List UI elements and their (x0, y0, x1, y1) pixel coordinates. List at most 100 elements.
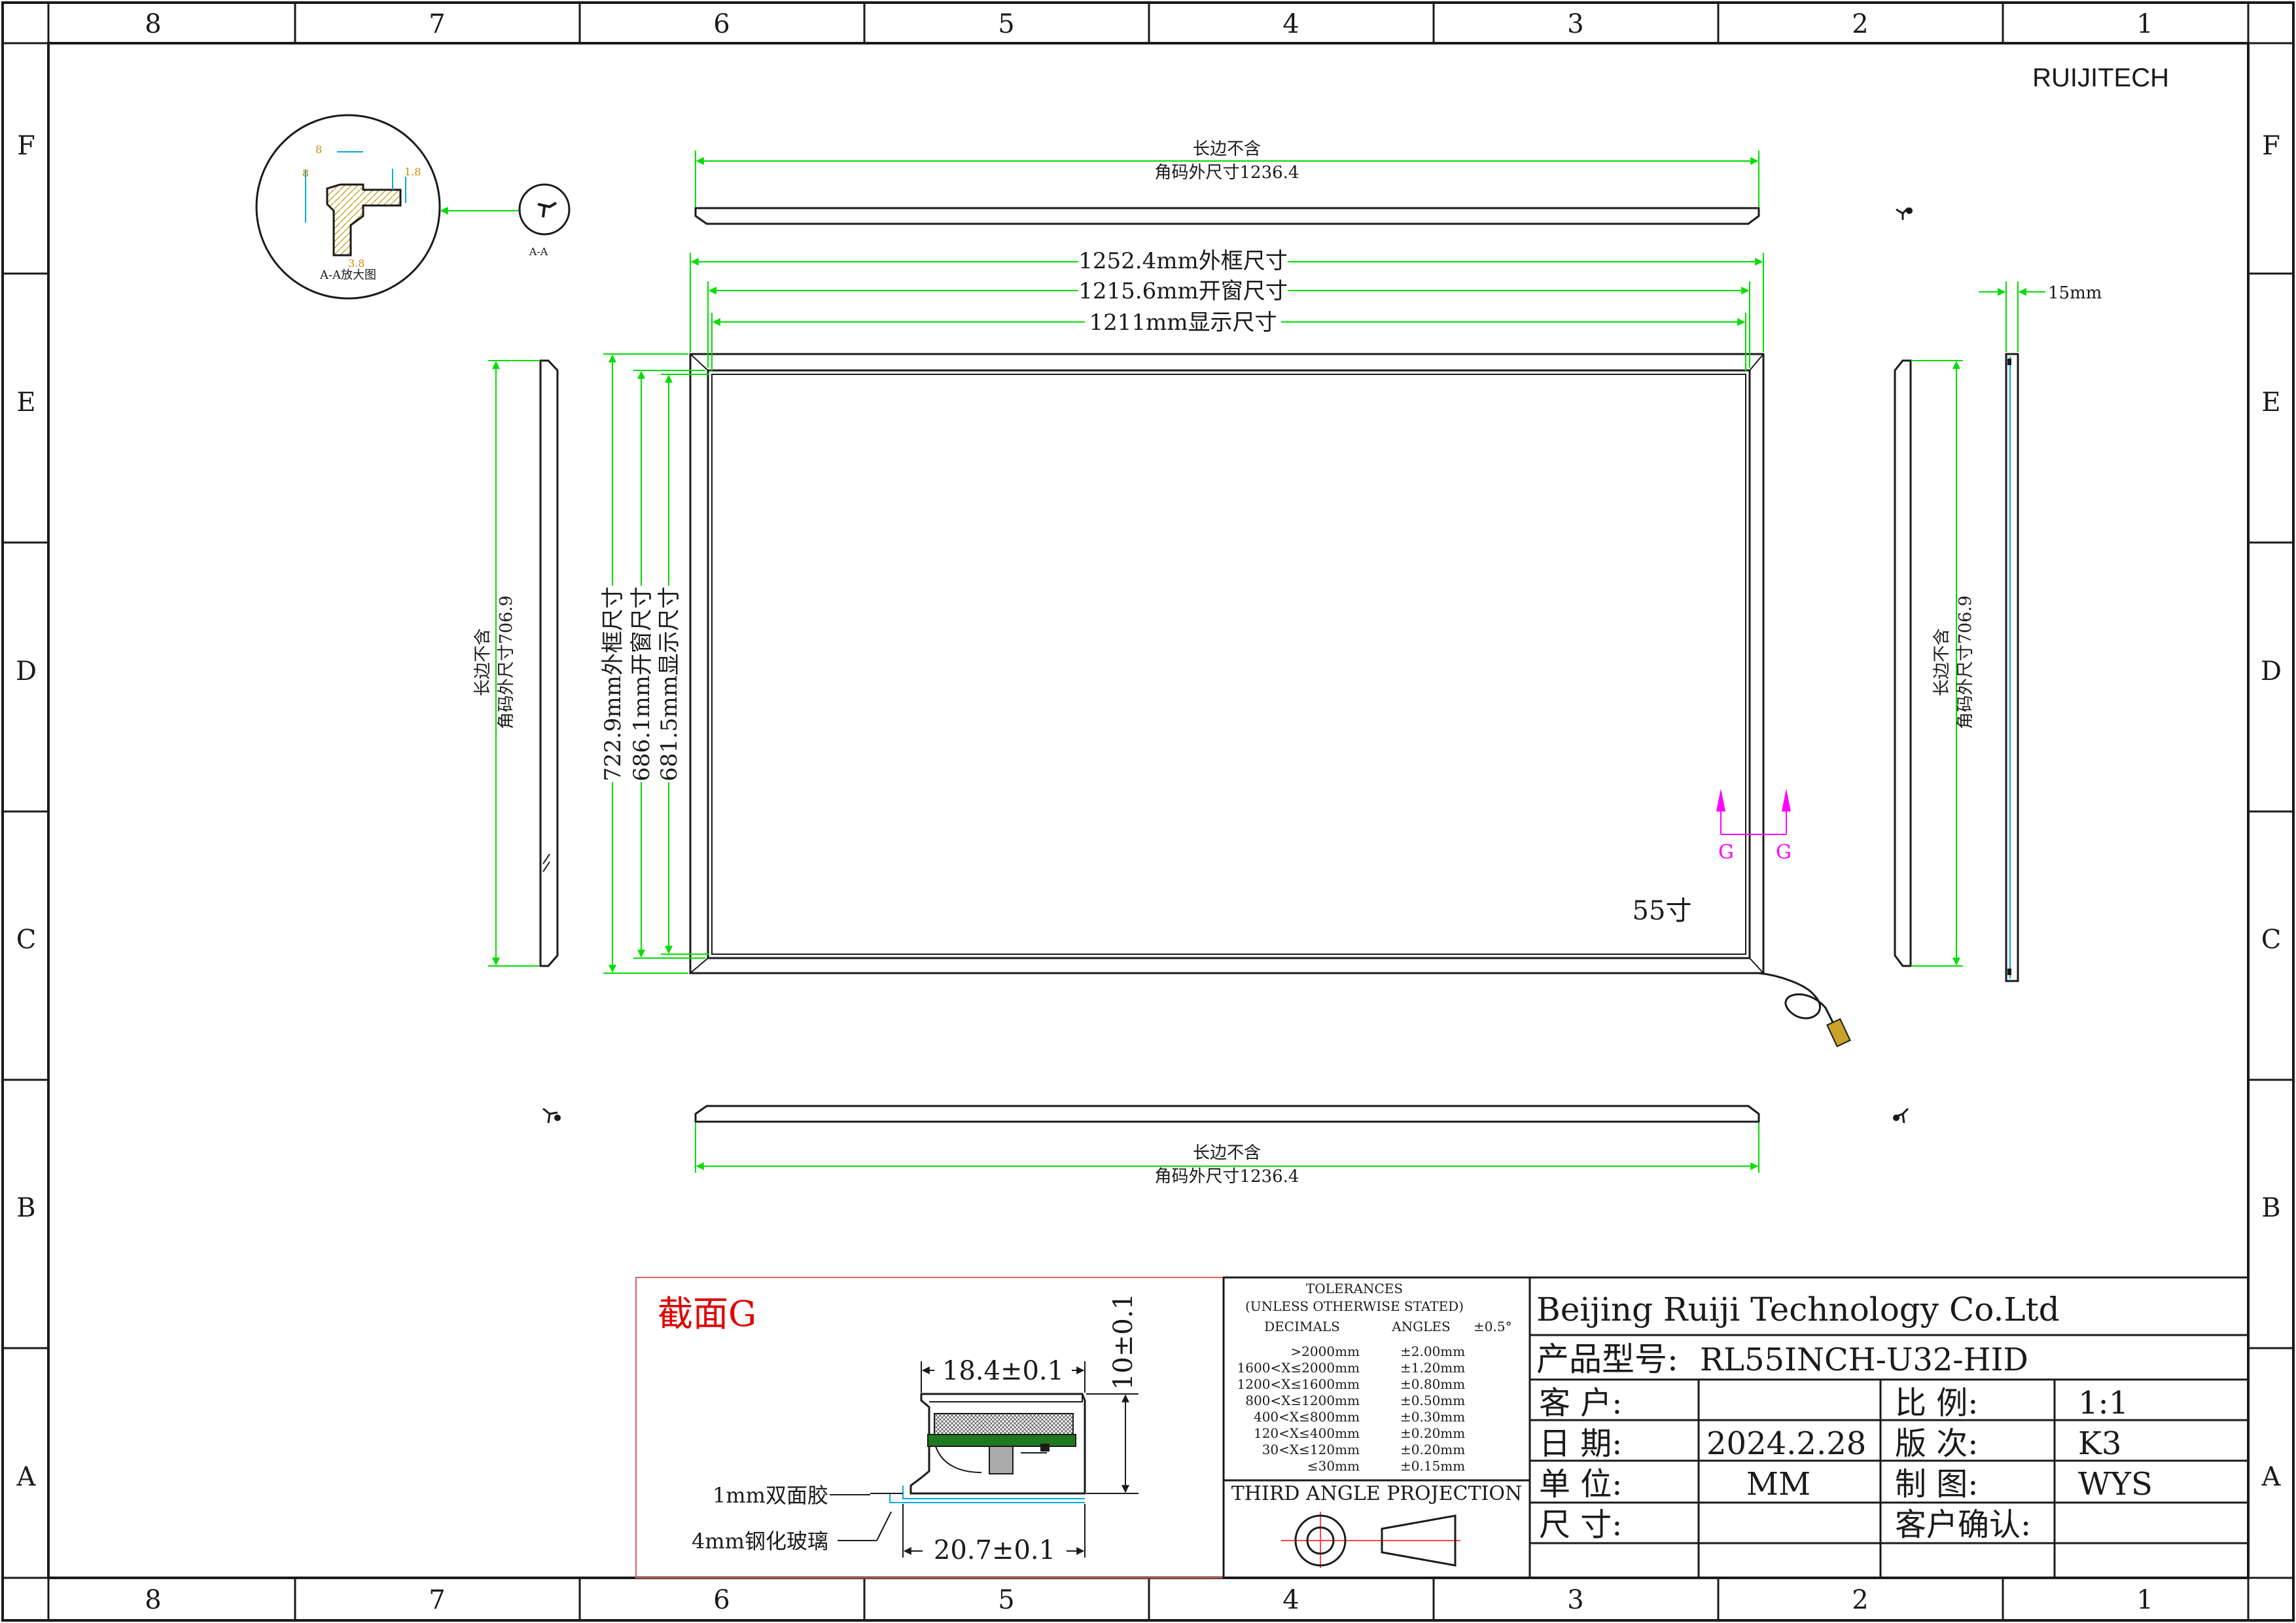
tolerance-value: ±0.20mm (1400, 1425, 1465, 1441)
zone-row-right: D (2261, 656, 2282, 687)
tolerance-range: 400<X≤800mm (1254, 1409, 1360, 1425)
side-thickness-view: 15mm (1979, 281, 2102, 982)
panel-size-label: 55寸 (1633, 896, 1692, 926)
zone-col-bottom: 6 (713, 1585, 730, 1615)
zone-col-bottom: 3 (1567, 1585, 1583, 1615)
tolerance-range: ≤30mm (1307, 1458, 1360, 1474)
cell-mesh (934, 1413, 1074, 1435)
dim-outer-width: 1252.4mm外框尺寸 (1078, 248, 1287, 274)
tolerance-value: ±0.30mm (1400, 1409, 1465, 1425)
dim-window-height: 686.1mm开窗尺寸 (629, 586, 655, 781)
unit-label: 单 位: (1539, 1466, 1622, 1503)
zone-col-bottom: 7 (429, 1585, 445, 1615)
tolerance-title: TOLERANCES (1306, 1281, 1403, 1296)
dim-display-height: 681.5mm显示尺寸 (656, 586, 682, 781)
detail-dim-3-8: 3.8 (348, 257, 364, 270)
dim-section-bottom: 20.7±0.1 (934, 1535, 1055, 1565)
dim-display-width: 1211mm显示尺寸 (1089, 310, 1277, 336)
zone-col-bottom: 5 (998, 1585, 1014, 1615)
tolerance-value: ±0.15mm (1400, 1458, 1465, 1474)
tolerance-value: ±0.50mm (1400, 1393, 1465, 1408)
right-bar-note-line2: 角码外尺寸706.9 (1956, 596, 1975, 729)
tolerance-value: ±0.20mm (1400, 1442, 1465, 1457)
date-label: 日 期: (1539, 1425, 1622, 1462)
tolerance-col-angles: ANGLES (1391, 1319, 1451, 1334)
model-label: 产品型号: (1536, 1340, 1678, 1378)
detail-caption: A-A放大图 (319, 268, 376, 282)
projection-symbol (1281, 1512, 1460, 1568)
left-bar-note-line2: 角码外尺寸706.9 (497, 596, 516, 729)
left-bar-note-line1: 长边不含 (473, 628, 493, 696)
top-bar-note-line1: 长边不含 (1193, 139, 1261, 159)
tolerance-block: TOLERANCES (UNLESS OTHERWISE STATED) DEC… (1222, 1276, 1531, 1579)
detail-view-a-a: 8 8 1.8 3.8 A-A放大图 A-A (255, 114, 571, 300)
dim-section-height: 10±0.1 (1108, 1293, 1139, 1390)
zone-col-top: 6 (713, 9, 730, 39)
zone-col-bottom: 2 (1852, 1585, 1868, 1615)
tolerance-value: ±0.80mm (1400, 1376, 1465, 1392)
zone-col-top: 4 (1282, 9, 1299, 39)
zone-row-right: F (2262, 131, 2280, 161)
drawn-by-label: 制 图: (1895, 1466, 1978, 1503)
right-bar-view: 长边不含 角码外尺寸706.9 (1894, 359, 1975, 967)
zone-col-top: 1 (2136, 9, 2153, 39)
tolerance-range: 120<X≤400mm (1254, 1425, 1360, 1441)
zone-col-top: 7 (429, 9, 445, 39)
version-label: 版 次: (1895, 1425, 1978, 1462)
corner-bracket (542, 207, 1909, 1124)
detail-dim-8: 8 (315, 143, 322, 156)
detail-dim-8-side: 8 (302, 167, 309, 179)
dim-section-width: 18.4±0.1 (942, 1356, 1064, 1386)
section-marker-g-right: G (1776, 841, 1792, 864)
tolerance-subtitle: (UNLESS OTHERWISE STATED) (1245, 1298, 1464, 1314)
tolerance-range: 800<X≤1200mm (1245, 1393, 1360, 1408)
zone-row-left: F (17, 131, 35, 161)
dim-outer-height: 722.9mm外框尺寸 (600, 586, 626, 781)
customer-confirm-label: 客户确认: (1895, 1507, 2031, 1543)
size-label: 尺 寸: (1539, 1507, 1622, 1543)
unit-value: MM (1746, 1466, 1810, 1503)
brand-logo: RUIJITECH (2032, 63, 2169, 92)
zone-row-left: C (16, 925, 37, 955)
bottom-bar-note-line1: 长边不含 (1193, 1143, 1261, 1163)
tolerance-range: 1200<X≤1600mm (1237, 1376, 1360, 1392)
bottom-bar-view: 长边不含 角码外尺寸1236.4 (694, 1105, 1760, 1186)
tolerance-range: >2000mm (1290, 1344, 1360, 1359)
zone-col-top: 8 (145, 9, 161, 39)
tolerance-col-decimals: DECIMALS (1264, 1319, 1340, 1334)
zone-col-top: 3 (1567, 9, 1583, 39)
zone-row-left: A (16, 1462, 37, 1492)
zone-col-bottom: 4 (1282, 1585, 1299, 1615)
zone-row-right: C (2261, 925, 2282, 955)
zone-col-top: 2 (1852, 9, 1868, 39)
scale-value: 1:1 (2078, 1385, 2128, 1421)
tolerance-value: ±2.00mm (1400, 1344, 1465, 1359)
zone-row-left: E (16, 387, 35, 418)
tolerance-angle-value: ±0.5° (1474, 1319, 1512, 1334)
zone-row-right: B (2261, 1193, 2280, 1223)
top-bar-note-line2: 角码外尺寸1236.4 (1155, 163, 1299, 183)
version-value: K3 (2078, 1425, 2121, 1462)
zone-row-right: A (2261, 1462, 2282, 1492)
panel-front-view: 1252.4mm外框尺寸 1215.6mm开窗尺寸 1211mm显示尺寸 722… (598, 246, 1851, 1048)
model-value: RL55INCH-U32-HID (1700, 1342, 2028, 1378)
detail-dim-1-8: 1.8 (404, 166, 421, 178)
right-bar-note-line1: 长边不含 (1932, 628, 1952, 696)
section-g-view: 截面G 18.4±0.1 10±0.1 20.7±0.1 1mm双面胶 4mm钢 (635, 1277, 1224, 1578)
top-bar-view: 长边不含 角码外尺寸1236.4 (694, 139, 1760, 225)
zone-row-left: D (16, 656, 37, 687)
tolerance-range: 1600<X≤2000mm (1237, 1360, 1360, 1376)
dim-thickness: 15mm (2048, 283, 2102, 303)
tolerance-range: 30<X≤120mm (1262, 1442, 1360, 1457)
date-value: 2024.2.28 (1706, 1425, 1866, 1462)
zone-row-left: B (16, 1193, 35, 1223)
company-name: Beijing Ruiji Technology Co.Ltd (1536, 1291, 2060, 1329)
zone-row-right: E (2261, 387, 2280, 418)
section-marker-g-left: G (1718, 841, 1734, 864)
pcb-board (927, 1434, 1076, 1447)
zone-col-bottom: 8 (145, 1585, 161, 1615)
tolerance-value: ±1.20mm (1400, 1360, 1465, 1376)
label-double-tape: 1mm双面胶 (713, 1483, 828, 1508)
section-label-a-a: A-A (529, 245, 548, 258)
